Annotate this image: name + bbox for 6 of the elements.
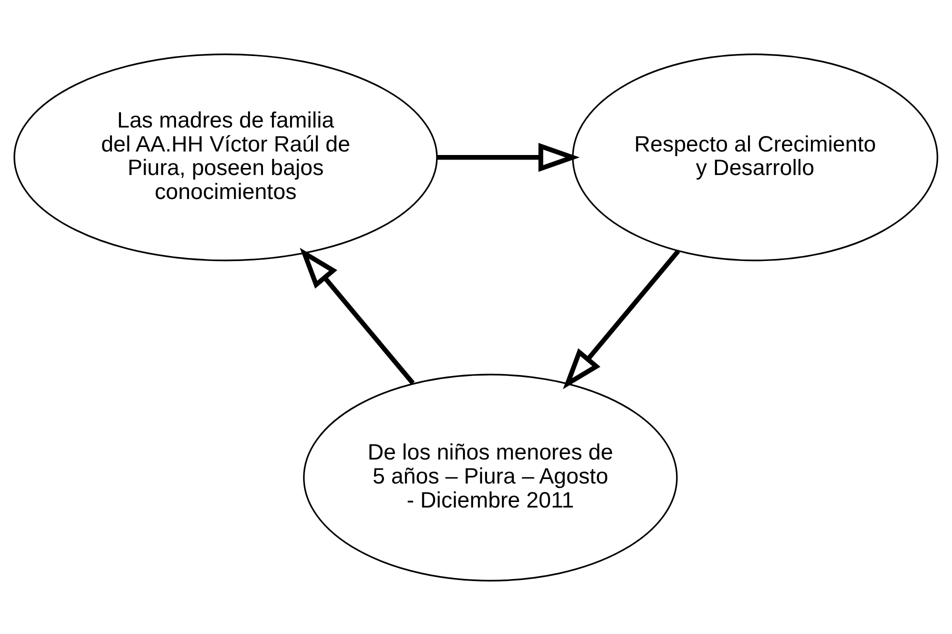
node-ellipse: Respecto al Crecimiento y Desarrollo — [572, 53, 938, 261]
arrow — [300, 247, 415, 384]
node-ellipse: De los niños menores de 5 años – Piura – Agosto - Diciembre 2011 — [303, 373, 678, 581]
arrow — [562, 249, 680, 389]
node-ellipse: Las madres de familia del AA.HH Víctor Raúl de Piura, poseen bajos conocimientos — [14, 53, 438, 261]
arrow — [437, 142, 580, 172]
